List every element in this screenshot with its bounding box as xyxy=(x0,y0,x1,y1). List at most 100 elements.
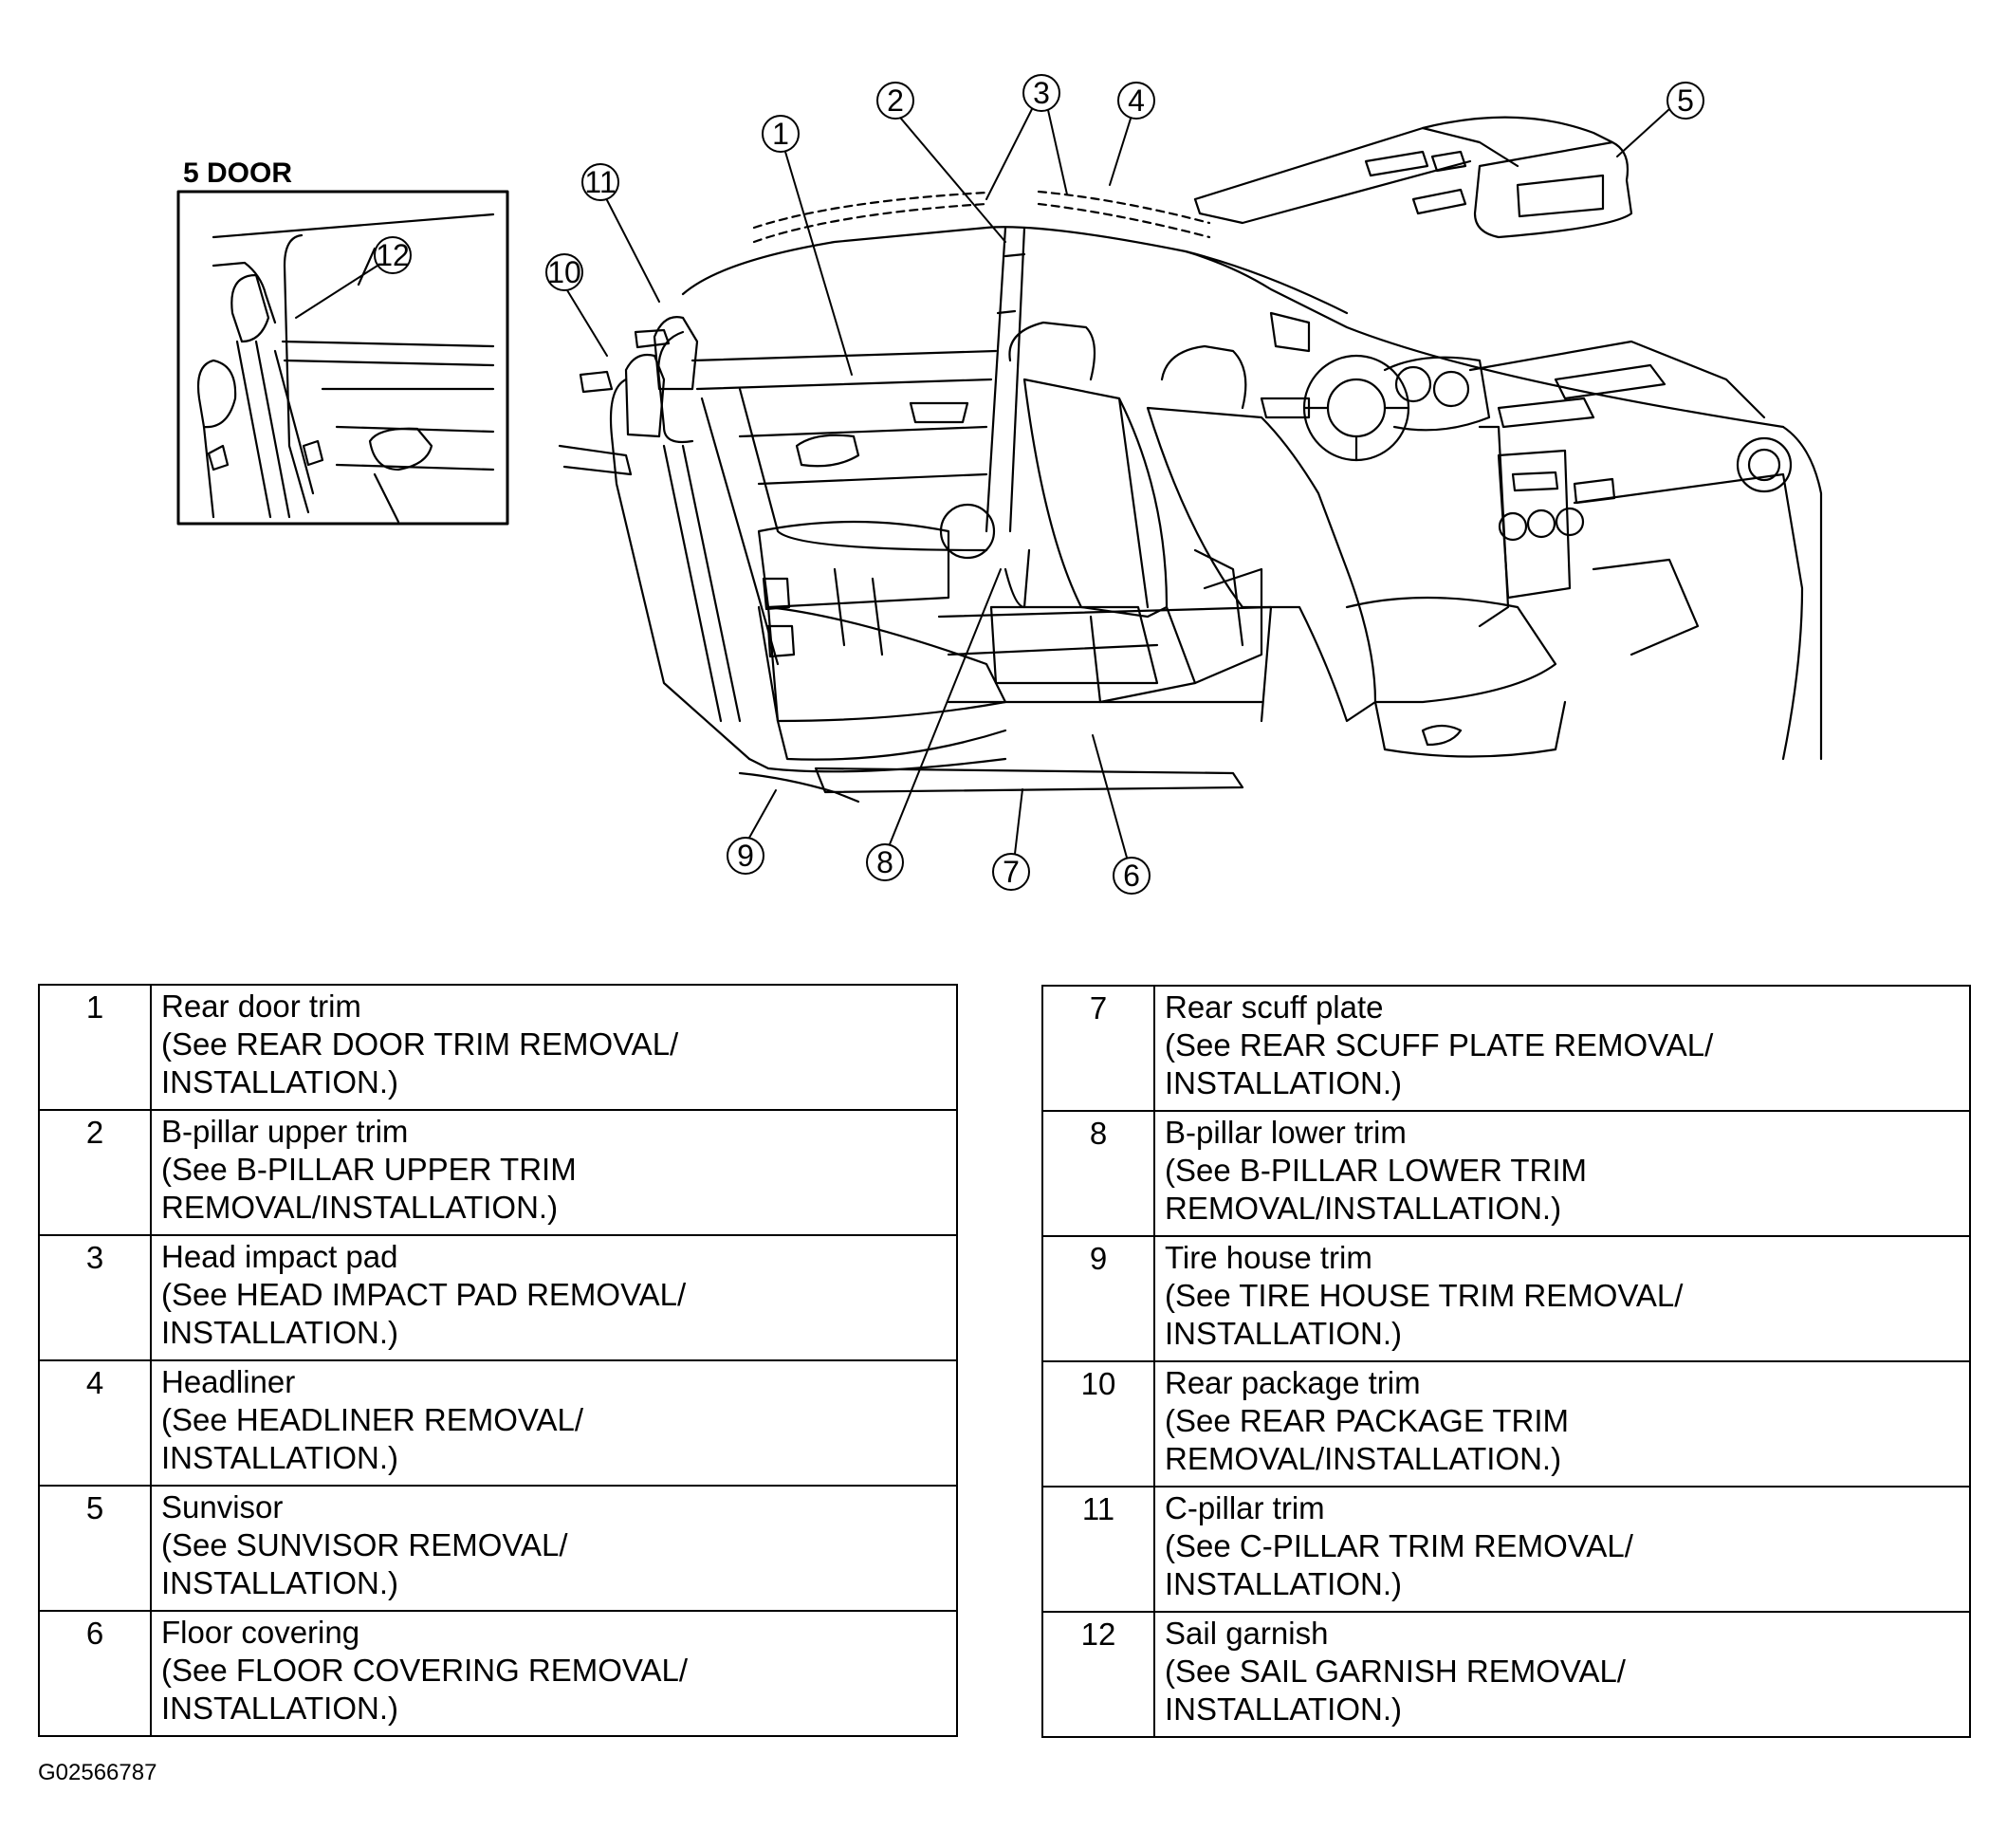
item-number: 4 xyxy=(38,1359,152,1487)
table-row: 10 Rear package trim (See REAR PACKAGE T… xyxy=(1041,1360,1971,1488)
table-row: 4 Headliner (See HEADLINER REMOVAL/ INST… xyxy=(38,1359,958,1487)
item-reference: (See SUNVISOR REMOVAL/ xyxy=(161,1527,568,1562)
item-reference-cont: INSTALLATION.) xyxy=(161,1440,398,1475)
table-row: 7 Rear scuff plate (See REAR SCUFF PLATE… xyxy=(1041,985,1971,1112)
callout-2: 2 xyxy=(876,82,1006,243)
callout-10: 10 xyxy=(545,253,608,357)
item-name: Floor covering xyxy=(161,1615,360,1650)
svg-text:11: 11 xyxy=(584,165,616,199)
callout-9: 9 xyxy=(727,789,777,875)
item-reference: (See C-PILLAR TRIM REMOVAL/ xyxy=(1165,1528,1633,1563)
table-row: 8 B-pillar lower trim (See B-PILLAR LOWE… xyxy=(1041,1110,1971,1237)
item-name: C-pillar trim xyxy=(1165,1490,1325,1525)
item-number: 12 xyxy=(1041,1611,1155,1738)
item-description: Rear door trim (See REAR DOOR TRIM REMOV… xyxy=(150,984,958,1111)
item-name: Headliner xyxy=(161,1364,296,1399)
callout-12-inset: 12 xyxy=(295,236,412,319)
item-reference: (See FLOOR COVERING REMOVAL/ xyxy=(161,1653,689,1688)
item-reference-cont: INSTALLATION.) xyxy=(1165,1316,1402,1351)
item-name: Rear scuff plate xyxy=(1165,989,1384,1025)
figure-id: G02566787 xyxy=(38,1760,157,1785)
item-name: Sail garnish xyxy=(1165,1616,1329,1651)
callout-3: 3 xyxy=(985,74,1068,200)
item-number: 2 xyxy=(38,1109,152,1236)
table-row: 2 B-pillar upper trim (See B-PILLAR UPPE… xyxy=(38,1109,958,1236)
item-name: Rear door trim xyxy=(161,989,361,1024)
table-row: 5 Sunvisor (See SUNVISOR REMOVAL/ INSTAL… xyxy=(38,1485,958,1612)
item-reference-cont: INSTALLATION.) xyxy=(161,1064,398,1100)
item-reference: (See REAR SCUFF PLATE REMOVAL/ xyxy=(1165,1027,1714,1063)
callout-5: 5 xyxy=(1616,82,1704,157)
table-row: 1 Rear door trim (See REAR DOOR TRIM REM… xyxy=(38,984,958,1111)
legend-table-left: 1 Rear door trim (See REAR DOOR TRIM REM… xyxy=(38,984,958,1737)
item-description: B-pillar lower trim (See B-PILLAR LOWER … xyxy=(1153,1110,1971,1237)
svg-text:3: 3 xyxy=(1033,76,1050,110)
table-row: 6 Floor covering (See FLOOR COVERING REM… xyxy=(38,1610,958,1737)
item-reference-cont: REMOVAL/INSTALLATION.) xyxy=(1165,1191,1562,1226)
svg-text:4: 4 xyxy=(1128,83,1145,118)
svg-text:8: 8 xyxy=(876,845,893,879)
item-description: Sunvisor (See SUNVISOR REMOVAL/ INSTALLA… xyxy=(150,1485,958,1612)
item-description: Sail garnish (See SAIL GARNISH REMOVAL/ … xyxy=(1153,1611,1971,1738)
item-number: 10 xyxy=(1041,1360,1155,1488)
svg-text:7: 7 xyxy=(1003,855,1020,889)
vehicle-interior-sketch xyxy=(558,116,1823,804)
item-reference: (See TIRE HOUSE TRIM REMOVAL/ xyxy=(1165,1278,1684,1313)
item-number: 1 xyxy=(38,984,152,1111)
item-reference-cont: INSTALLATION.) xyxy=(1165,1691,1402,1727)
item-reference: (See REAR PACKAGE TRIM xyxy=(1165,1403,1570,1438)
callout-1: 1 xyxy=(762,115,853,376)
callouts: 1 2 3 4 5 6 7 xyxy=(545,74,1704,895)
svg-text:1: 1 xyxy=(772,117,789,151)
item-name: B-pillar upper trim xyxy=(161,1114,409,1149)
svg-text:12: 12 xyxy=(376,238,410,272)
interior-trim-diagram: 5 DOOR 12 xyxy=(176,74,1823,895)
item-description: Head impact pad (See HEAD IMPACT PAD REM… xyxy=(150,1234,958,1361)
inset-sketch xyxy=(196,213,495,524)
item-number: 6 xyxy=(38,1610,152,1737)
table-row: 11 C-pillar trim (See C-PILLAR TRIM REMO… xyxy=(1041,1486,1971,1613)
svg-text:5: 5 xyxy=(1677,83,1694,118)
item-description: Rear package trim (See REAR PACKAGE TRIM… xyxy=(1153,1360,1971,1488)
item-name: Tire house trim xyxy=(1165,1240,1372,1275)
callout-4: 4 xyxy=(1109,82,1155,186)
item-reference: (See B-PILLAR UPPER TRIM xyxy=(161,1152,577,1187)
item-number: 7 xyxy=(1041,985,1155,1112)
item-description: C-pillar trim (See C-PILLAR TRIM REMOVAL… xyxy=(1153,1486,1971,1613)
item-reference: (See B-PILLAR LOWER TRIM xyxy=(1165,1153,1588,1188)
item-reference-cont: REMOVAL/INSTALLATION.) xyxy=(161,1190,559,1225)
callout-6: 6 xyxy=(1092,734,1151,895)
item-reference-cont: INSTALLATION.) xyxy=(1165,1065,1402,1100)
item-description: Rear scuff plate (See REAR SCUFF PLATE R… xyxy=(1153,985,1971,1112)
item-reference: (See HEAD IMPACT PAD REMOVAL/ xyxy=(161,1277,687,1312)
callout-7: 7 xyxy=(992,788,1030,891)
item-number: 5 xyxy=(38,1485,152,1612)
item-reference: (See SAIL GARNISH REMOVAL/ xyxy=(1165,1654,1626,1689)
item-name: Sunvisor xyxy=(161,1489,284,1525)
item-number: 11 xyxy=(1041,1486,1155,1613)
callout-8: 8 xyxy=(866,568,1002,881)
svg-text:10: 10 xyxy=(547,255,581,289)
item-reference-cont: INSTALLATION.) xyxy=(161,1565,398,1600)
item-reference-cont: INSTALLATION.) xyxy=(161,1315,398,1350)
table-row: 12 Sail garnish (See SAIL GARNISH REMOVA… xyxy=(1041,1611,1971,1738)
item-reference-cont: INSTALLATION.) xyxy=(1165,1566,1402,1601)
item-reference-cont: REMOVAL/INSTALLATION.) xyxy=(1165,1441,1562,1476)
callout-11: 11 xyxy=(581,163,660,303)
item-name: Rear package trim xyxy=(1165,1365,1421,1400)
item-number: 3 xyxy=(38,1234,152,1361)
item-description: B-pillar upper trim (See B-PILLAR UPPER … xyxy=(150,1109,958,1236)
item-name: Head impact pad xyxy=(161,1239,398,1274)
item-reference: (See REAR DOOR TRIM REMOVAL/ xyxy=(161,1026,679,1062)
item-description: Headliner (See HEADLINER REMOVAL/ INSTAL… xyxy=(150,1359,958,1487)
table-row: 3 Head impact pad (See HEAD IMPACT PAD R… xyxy=(38,1234,958,1361)
svg-text:2: 2 xyxy=(887,83,904,118)
item-reference-cont: INSTALLATION.) xyxy=(161,1691,398,1726)
svg-text:6: 6 xyxy=(1123,859,1140,893)
svg-text:9: 9 xyxy=(737,839,754,873)
item-description: Tire house trim (See TIRE HOUSE TRIM REM… xyxy=(1153,1235,1971,1362)
item-description: Floor covering (See FLOOR COVERING REMOV… xyxy=(150,1610,958,1737)
item-number: 8 xyxy=(1041,1110,1155,1237)
item-name: B-pillar lower trim xyxy=(1165,1115,1407,1150)
item-number: 9 xyxy=(1041,1235,1155,1362)
